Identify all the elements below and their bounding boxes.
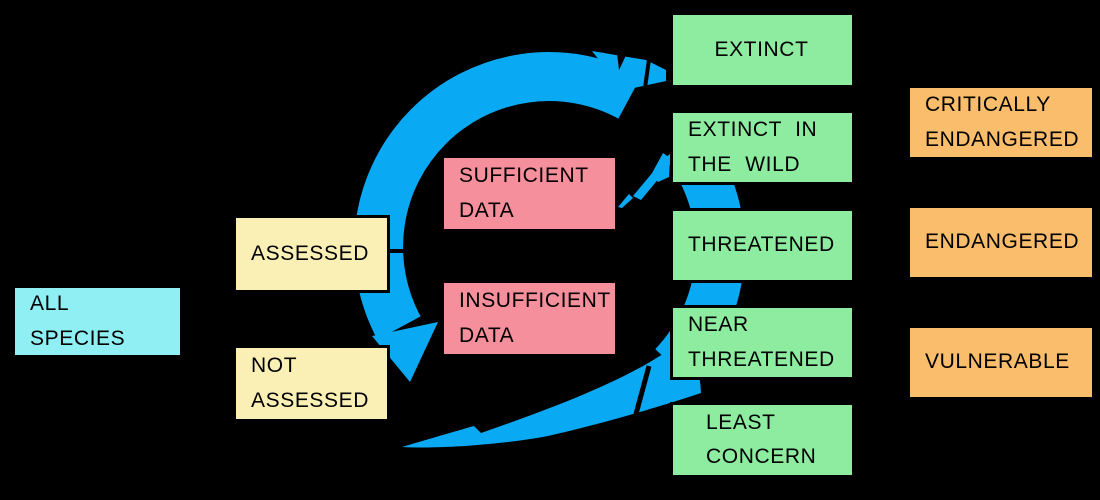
box-near-threatened: NEAR THREATENED [670,305,855,380]
box-extinct: EXTINCT [670,12,855,88]
box-threatened: THREATENED [670,208,855,283]
cycle-arrowhead-down-icon [372,322,438,382]
box-vulnerable: VULNERABLE [907,325,1095,400]
connector-slash-extinct [643,51,652,89]
box-insufficient-data: INSUFFICIENT DATA [441,280,618,357]
data-flow-arrow-segment-icon [618,194,633,208]
data-flow-arrow-segment-icon [651,153,670,182]
box-endangered: ENDANGERED [907,205,1095,280]
data-flow-arrow-segment-icon [633,172,660,200]
box-not-assessed: NOT ASSESSED [233,345,390,422]
box-extinct-in-the-wild: EXTINCT IN THE WILD [670,110,855,185]
box-least-concern: LEAST CONCERN [670,402,855,478]
box-assessed: ASSESSED [233,215,390,293]
box-critically-endangered: CRITICALLY ENDANGERED [907,85,1095,160]
connector-slash-swoosh [633,365,652,415]
connector-notch [616,45,630,70]
box-sufficient-data: SUFFICIENT DATA [441,155,618,232]
box-all-species: ALL SPECIES [12,285,183,358]
